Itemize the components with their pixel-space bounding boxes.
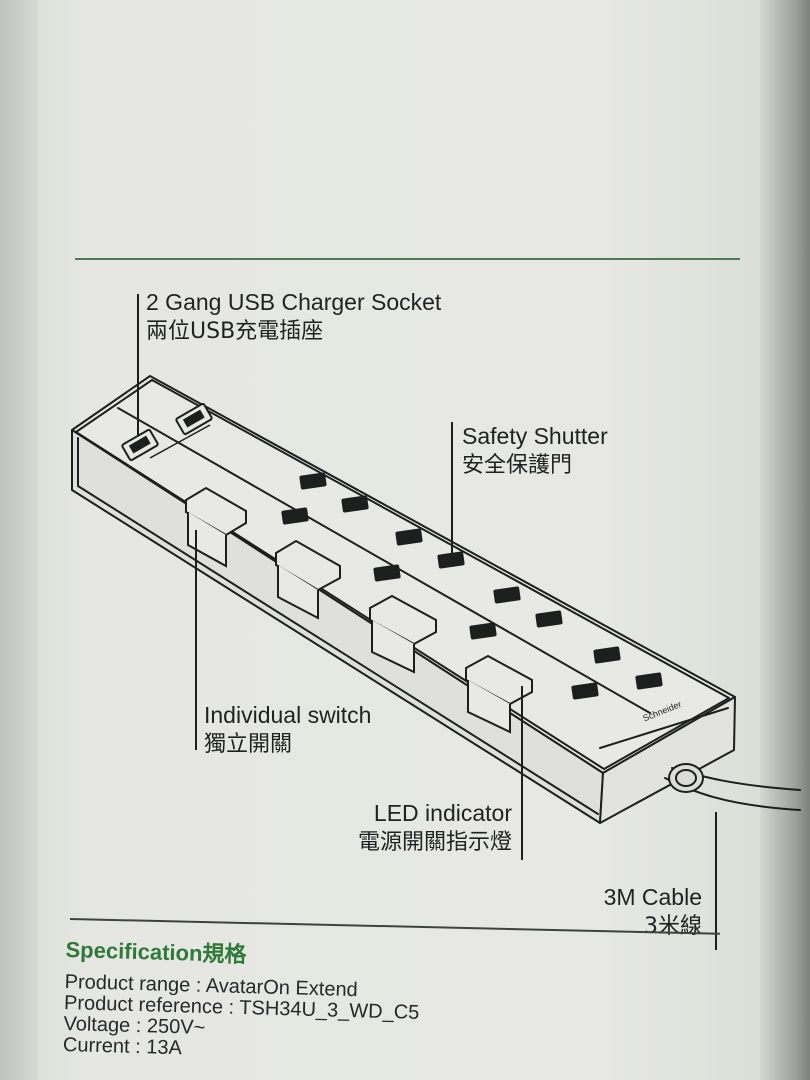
box-side-right bbox=[760, 0, 810, 1080]
callout-switch-zh: 獨立開關 bbox=[204, 732, 293, 757]
spec-title-zh: 規格 bbox=[202, 941, 247, 969]
section-divider bbox=[75, 258, 740, 260]
socket-holes bbox=[281, 472, 663, 700]
callout-leaders bbox=[137, 294, 717, 950]
callout-usb: 2 Gang USB Charger Socket 兩位USB充電插座 bbox=[146, 287, 441, 347]
callout-shutter-zh: 安全保護門 bbox=[462, 453, 573, 478]
callout-switch: Individual switch 獨立開關 bbox=[204, 700, 371, 760]
specification-block: Specification規格 Product range : AvatarOn… bbox=[63, 935, 626, 1072]
callout-led-en: LED indicator bbox=[373, 800, 512, 826]
callout-cable: 3M Cable 3米線 bbox=[560, 882, 702, 942]
callout-usb-en: 2 Gang USB Charger Socket bbox=[146, 289, 442, 315]
callout-shutter-en: Safety Shutter bbox=[462, 423, 608, 449]
spec-title-en: Specification bbox=[65, 936, 203, 966]
callout-usb-zh: 兩位USB充電插座 bbox=[146, 319, 324, 344]
callout-shutter: Safety Shutter 安全保護門 bbox=[462, 421, 608, 481]
callout-cable-en: 3M Cable bbox=[603, 884, 702, 910]
callout-switch-en: Individual switch bbox=[204, 702, 372, 728]
callout-cable-zh: 3米線 bbox=[644, 914, 702, 939]
usb-ports bbox=[121, 402, 213, 462]
box-side-left bbox=[0, 0, 38, 1080]
callout-led-zh: 電源開關指示燈 bbox=[357, 830, 512, 855]
switch-rockers bbox=[185, 486, 533, 734]
callout-led: LED indicator 電源開關指示燈 bbox=[336, 798, 512, 858]
